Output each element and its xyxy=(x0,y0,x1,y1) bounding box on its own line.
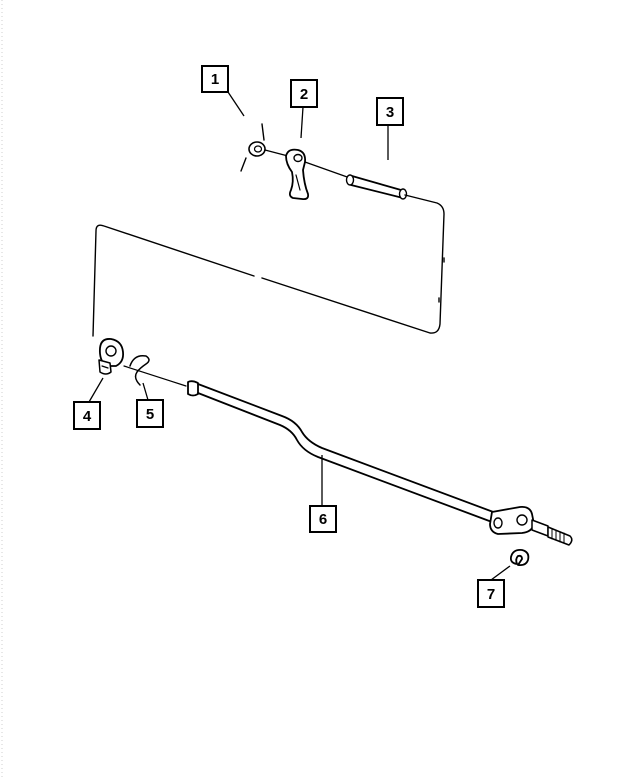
callout-7-label: 7 xyxy=(487,586,495,603)
lower-rod-link xyxy=(123,365,187,387)
callout-2: 2 xyxy=(290,79,318,108)
part-7-e-clip xyxy=(509,548,530,567)
part-5-ring xyxy=(129,354,150,386)
leader-7 xyxy=(490,565,511,581)
callout-6-label: 6 xyxy=(319,511,327,528)
callout-3-label: 3 xyxy=(386,104,394,121)
callout-5-label: 5 xyxy=(146,406,154,423)
leader-1 xyxy=(227,91,245,117)
callout-1-label: 1 xyxy=(211,71,219,88)
leader-2 xyxy=(300,106,304,139)
part-4-clip xyxy=(98,338,125,375)
shift-rod-loop xyxy=(92,194,445,337)
callout-4: 4 xyxy=(73,401,101,430)
leader-4 xyxy=(88,377,104,403)
part-1-bushing xyxy=(240,123,266,172)
rod-end-adjuster xyxy=(489,505,573,546)
callout-6: 6 xyxy=(309,505,337,533)
callout-5: 5 xyxy=(136,399,164,428)
part-3-sleeve xyxy=(345,174,408,200)
callout-2-label: 2 xyxy=(300,86,308,103)
callout-3: 3 xyxy=(376,97,404,126)
callout-1: 1 xyxy=(201,65,229,93)
callout-7: 7 xyxy=(477,579,505,608)
pivot-shaft xyxy=(264,149,289,157)
leader-5 xyxy=(142,382,149,401)
callout-4-label: 4 xyxy=(83,408,92,425)
upper-rod-left xyxy=(304,161,351,179)
part-6-shift-rod xyxy=(187,380,497,523)
part-2-lever xyxy=(285,148,310,201)
